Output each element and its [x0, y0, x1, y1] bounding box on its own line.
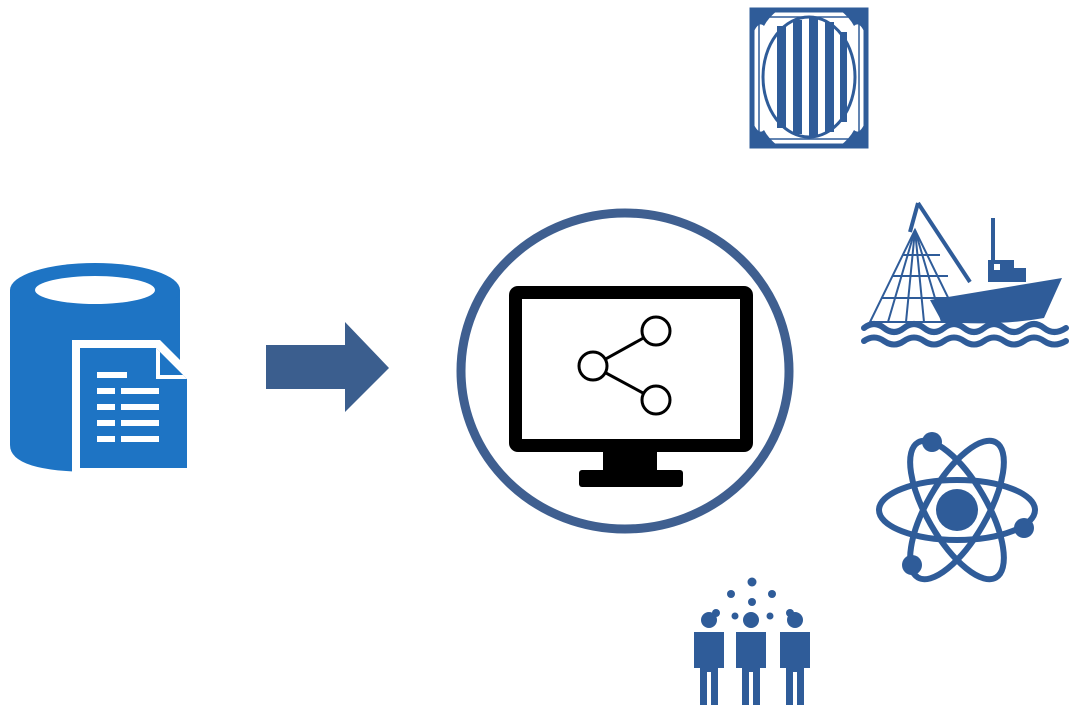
- atom-science-icon: [876, 432, 1038, 583]
- people-community-icon: [694, 577, 810, 705]
- government-coat-of-arms-icon: [749, 7, 869, 149]
- fishing-trawler-icon: [861, 201, 1069, 348]
- database-document-icon: [10, 263, 195, 476]
- person-figure: [694, 612, 724, 705]
- person-figure: [780, 612, 810, 705]
- hub-ring: [456, 208, 794, 534]
- person-figure: [736, 612, 766, 705]
- share-icon: [577, 315, 672, 416]
- arrow-right-icon: [266, 322, 389, 412]
- monitor-share-icon: [509, 286, 753, 487]
